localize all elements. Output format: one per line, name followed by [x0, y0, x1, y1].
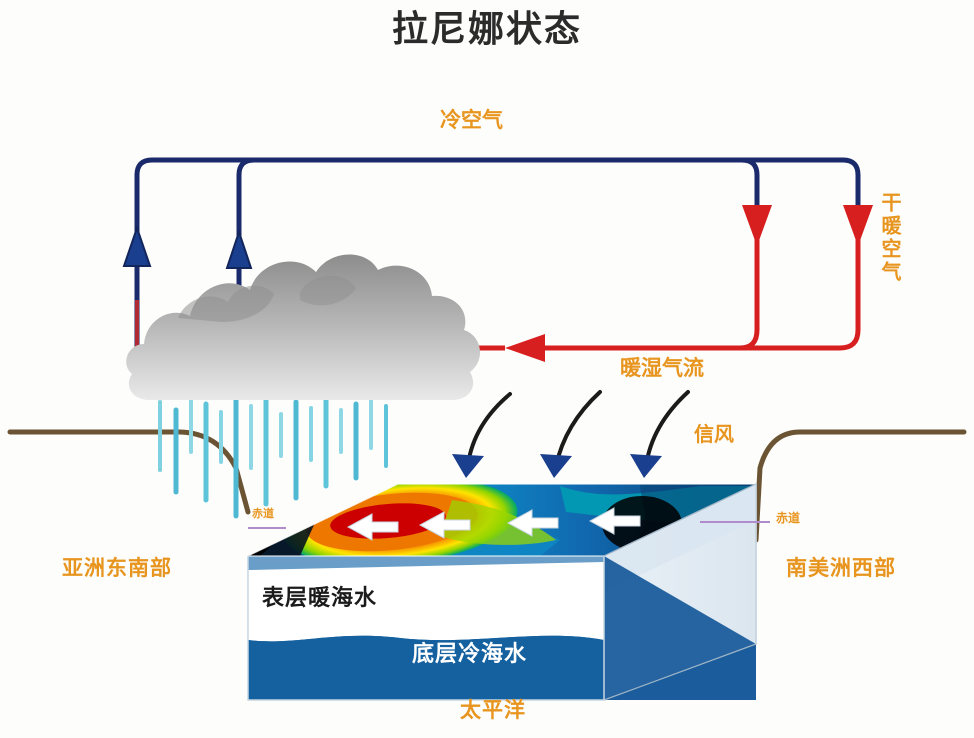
land-profile-right — [753, 429, 967, 543]
land-profile-left — [7, 429, 251, 515]
label-west-south-america: 南美洲西部 — [786, 556, 896, 580]
cold-air-path-inner — [236, 157, 760, 352]
trade-wind-arrow-3 — [644, 390, 690, 468]
trade-wind-arrow-2 — [554, 390, 602, 468]
label-dry-warm-air: 干暖空气 — [878, 192, 902, 284]
trade-wind-arrows — [466, 390, 690, 468]
walker-circulation — [122, 157, 873, 362]
warm-air-arrowhead-inner — [742, 205, 772, 246]
label-warm-moist-flow: 暖湿气流 — [620, 356, 704, 380]
label-cold-air: 冷空气 — [440, 108, 503, 132]
label-surface-warm-seawater: 表层暖海水 — [262, 586, 378, 611]
equator-lines — [248, 521, 770, 529]
cold-layer-front — [248, 635, 604, 700]
label-southeast-asia: 亚洲东南部 — [62, 556, 172, 580]
current-arrow-1 — [346, 513, 399, 541]
label-deep-cold-seawater: 底层冷海水 — [412, 642, 528, 667]
label-pacific-ocean: 太平洋 — [460, 698, 526, 722]
warm-layer-front — [248, 562, 604, 642]
page-title: 拉尼娜状态 — [391, 9, 582, 50]
warm-air-path-outer — [545, 235, 861, 351]
label-trade-wind: 信风 — [694, 422, 734, 446]
rainfall-streaks — [158, 395, 388, 519]
trade-wind-arrowheads — [452, 454, 662, 478]
warm-moist-arrowhead — [505, 334, 545, 362]
label-equator-right: 赤道 — [776, 511, 801, 525]
current-arrow-4 — [588, 507, 641, 535]
upwelling-arrows — [512, 586, 582, 628]
surface-current-arrows — [346, 507, 641, 541]
warm-air-path-inner — [545, 235, 760, 351]
warm-air-arrowhead-outer — [843, 205, 873, 246]
trade-wind-arrow-1 — [466, 392, 512, 466]
cold-air-arrowhead-outer — [122, 224, 152, 267]
cold-air-arrowhead-inner — [225, 228, 253, 269]
current-arrow-2 — [418, 511, 471, 539]
rain-cloud-icon — [126, 254, 481, 400]
current-arrow-3 — [506, 509, 559, 537]
label-equator-left: 赤道 — [252, 507, 274, 520]
